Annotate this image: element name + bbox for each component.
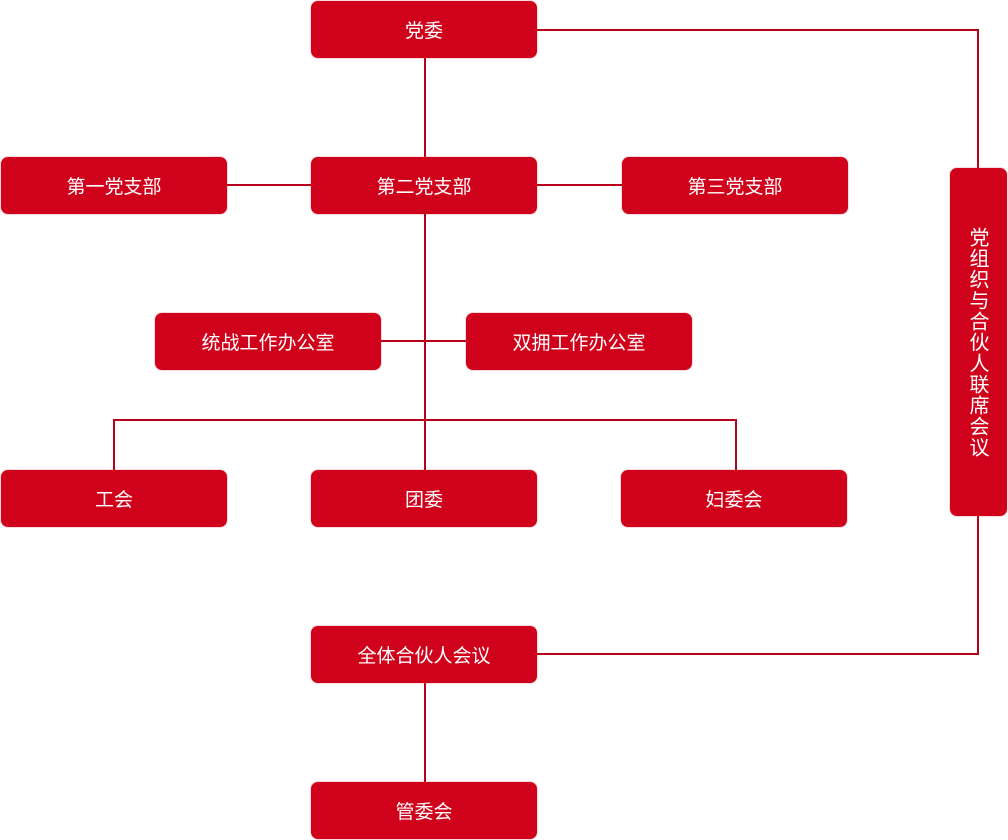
connector-party-to-joint-meeting: [537, 29, 979, 168]
node-double-support-office: 双拥工作办公室: [466, 313, 692, 370]
node-branch-1: 第一党支部: [1, 157, 227, 214]
node-branch-2: 第二党支部: [311, 157, 537, 214]
connector-joint-meeting-to-partners: [537, 516, 979, 655]
node-branch-3: 第三党支部: [622, 157, 848, 214]
connector-mass-orgs: [113, 419, 737, 470]
node-united-front-office: 统战工作办公室: [155, 313, 381, 370]
node-management-committee: 管委会: [311, 782, 537, 839]
node-partners-meeting: 全体合伙人会议: [311, 626, 537, 683]
node-joint-meeting: 党组织与合伙人联席会议: [950, 168, 1007, 516]
node-party-committee: 党委: [311, 1, 537, 58]
node-youth-league: 团委: [311, 470, 537, 527]
node-women-committee: 妇委会: [621, 470, 847, 527]
node-trade-union: 工会: [1, 470, 227, 527]
